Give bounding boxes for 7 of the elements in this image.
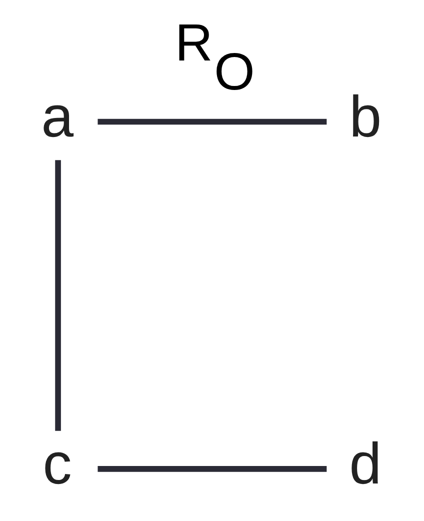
node-text: d — [349, 431, 382, 496]
connector — [98, 118, 327, 125]
connector — [98, 466, 327, 472]
node-text: a — [41, 84, 74, 150]
node-text: c — [42, 431, 72, 496]
node-text: b — [349, 84, 382, 150]
connector — [55, 160, 61, 431]
